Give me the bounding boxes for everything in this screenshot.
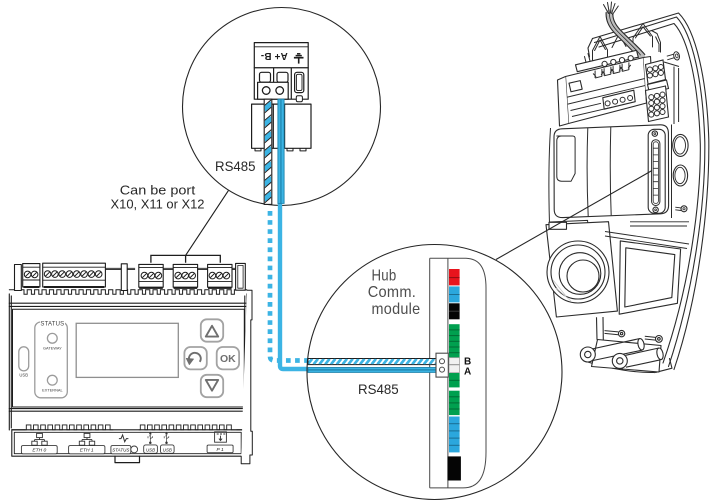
svg-text:STATUS: STATUS [112, 448, 129, 453]
svg-text:OK: OK [220, 353, 236, 365]
svg-text:ETH 0: ETH 0 [32, 448, 46, 454]
svg-text:Can be port: Can be port [120, 183, 196, 198]
svg-text:EXTERNAL: EXTERNAL [42, 387, 63, 392]
svg-text:Comm.: Comm. [368, 284, 416, 301]
svg-text:USB: USB [146, 447, 155, 452]
svg-text:B: B [464, 356, 471, 367]
svg-text:Hub: Hub [372, 268, 397, 285]
svg-text:GATEWAY: GATEWAY [43, 345, 62, 350]
svg-text:A: A [464, 367, 471, 378]
svg-text:P 1: P 1 [217, 447, 224, 453]
svg-text:X10, X11 or X12: X10, X11 or X12 [111, 196, 205, 211]
svg-text:RS485: RS485 [215, 159, 256, 174]
svg-text:USB: USB [19, 373, 28, 378]
svg-text:A+ B-: A+ B- [261, 50, 288, 61]
svg-text:RS485: RS485 [358, 382, 399, 397]
svg-text:module: module [372, 301, 421, 318]
svg-text:USB: USB [163, 447, 172, 452]
svg-text:STATUS: STATUS [40, 321, 64, 327]
svg-text:ETH 1: ETH 1 [80, 448, 94, 454]
